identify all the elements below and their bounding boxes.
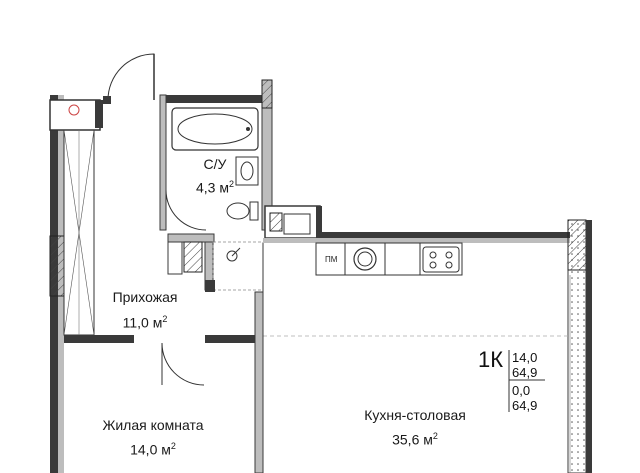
living-room-label: Жилая комната 14,0 м2 [88, 415, 218, 460]
hallway-name: Прихожая [112, 289, 178, 305]
hallway-label: Прихожая 11,0 м2 [100, 287, 190, 333]
toilet [226, 201, 259, 221]
kitchen-top-wall [262, 205, 570, 473]
bathtub [171, 107, 259, 151]
appliance-label: ПМ [325, 255, 338, 264]
sink [235, 156, 259, 186]
living-room-partitions [64, 291, 264, 473]
hallway-area: 11,0 м2 [122, 314, 168, 331]
right-outer-wall [567, 219, 592, 473]
bathroom-name: С/У [203, 156, 227, 172]
left-outer-wall [49, 95, 103, 473]
spec-total-with-balcony: 64,9 [512, 398, 538, 413]
apartment-type: 1К [478, 347, 504, 372]
cooktop [422, 246, 460, 273]
entry-door [103, 53, 155, 104]
bathroom-label: С/У 4,3 м2 [190, 154, 240, 198]
spec-balcony-area: 0,0 [512, 383, 531, 398]
kitchen-sink [353, 247, 377, 271]
kitchen-dining-area: 35,6 м2 [392, 431, 438, 448]
kitchen-dining-label: Кухня-столовая 35,6 м2 [350, 405, 480, 450]
spec-box [508, 350, 545, 412]
bathroom-area: 4,3 м2 [196, 179, 234, 196]
bathroom-walls [159, 79, 273, 231]
kitchen-dining-name: Кухня-столовая [364, 407, 466, 423]
spec-total-area: 64,9 [512, 365, 538, 380]
living-room-area: 14,0 м2 [130, 441, 176, 458]
spec-living-area: 14,0 [512, 350, 538, 365]
utility-shafts [167, 233, 264, 292]
living-room-name: Жилая комната [102, 417, 204, 433]
